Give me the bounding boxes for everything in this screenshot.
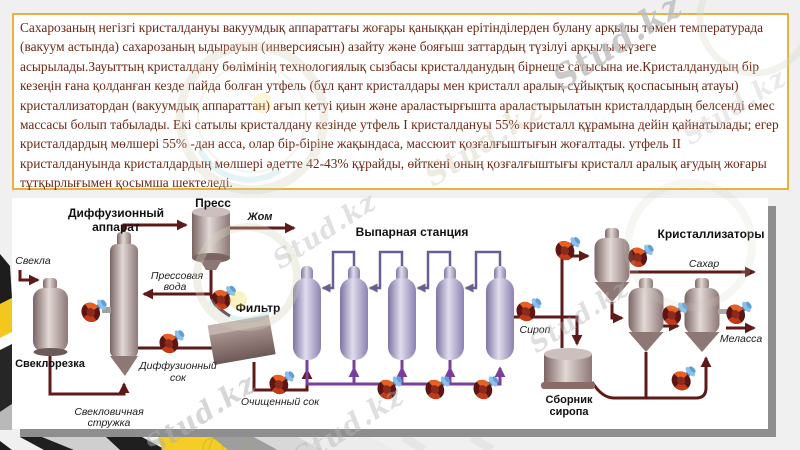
process-diagram-panel: Свекла Свеклорезка Диффузионный аппарат … [12, 196, 768, 429]
collector-riser-pipe [560, 250, 590, 348]
filter-vessel [207, 314, 276, 365]
process-flow-diagram: Свекла Свеклорезка Диффузионный аппарат … [15, 196, 765, 429]
syrup-pipe [514, 315, 583, 346]
diffusion-juice-label-1: Диффузионный [138, 360, 217, 372]
crystallizers-label: Кристаллизаторы [658, 227, 765, 241]
crystallizer-2-vessel [628, 278, 671, 352]
press-water-label-2: вода [164, 281, 187, 293]
evaporator-top-pipes [321, 250, 502, 293]
logo-swirl-bottom [202, 430, 252, 450]
diffusion-juice-label-2: сок [170, 372, 187, 384]
purified-juice-label: Очищенный сок [241, 396, 320, 408]
evaporation-station-vessels [293, 266, 514, 360]
pulp-label: Жом [247, 211, 273, 223]
beet-feed-pipe [18, 270, 40, 286]
body-text: Сахарозаның негізгі кристалдануы вакуумд… [20, 20, 779, 191]
pump-icon [722, 295, 757, 328]
beet-label: Свекла [15, 255, 51, 267]
diffusion-apparatus-label-2: аппарат [92, 220, 140, 234]
pump-icon [512, 292, 547, 325]
bottom-strip-shapes [0, 430, 495, 450]
crystallizer-1-vessel [594, 228, 637, 302]
column-to-press-pipe [122, 219, 188, 232]
crystallizer1-outlet-pipe [610, 302, 624, 324]
press-water-label-1: Прессовая [151, 270, 204, 282]
beet-shavings-label-2: стружка [88, 417, 131, 429]
beet-cutter-label: Свеклорезка [15, 358, 86, 370]
syrup-collector-label-1: Сборник [546, 394, 593, 406]
diffusion-apparatus-label-1: Диффузионный [68, 206, 164, 220]
evaporation-station-label: Выпарная станция [356, 225, 469, 239]
pump-icon [265, 365, 300, 398]
syrup-label: Сироп [520, 324, 551, 336]
recycle-loop-pipe [590, 356, 712, 400]
pump-icon [469, 370, 504, 403]
diffusion-apparatus-vessel [102, 232, 138, 376]
pump-icon [155, 324, 190, 357]
evaporator-juice-pipes [305, 360, 506, 386]
pump-icon [667, 361, 701, 395]
filter-label: Фильтр [236, 301, 281, 315]
beet-shavings-pipe [48, 354, 130, 396]
pump-icon [624, 238, 659, 271]
press-vessel [192, 207, 230, 270]
molasses-label: Меласса [720, 333, 762, 345]
sugar-label: Сахар [689, 258, 720, 270]
left-edge-stripes [0, 254, 12, 430]
syrup-collector-label-2: сиропа [549, 406, 589, 418]
press-label: Пресс [195, 198, 231, 210]
pump-icon [551, 231, 586, 265]
body-text-panel: Сахарозаның негізгі кристалдануы вакуумд… [12, 13, 789, 190]
crystallizer-3-vessel [684, 278, 727, 352]
beet-cutter-vessel [33, 278, 68, 356]
syrup-collector-vessel [541, 348, 595, 389]
beet-shavings-label-1: Свекловичная [74, 406, 144, 418]
